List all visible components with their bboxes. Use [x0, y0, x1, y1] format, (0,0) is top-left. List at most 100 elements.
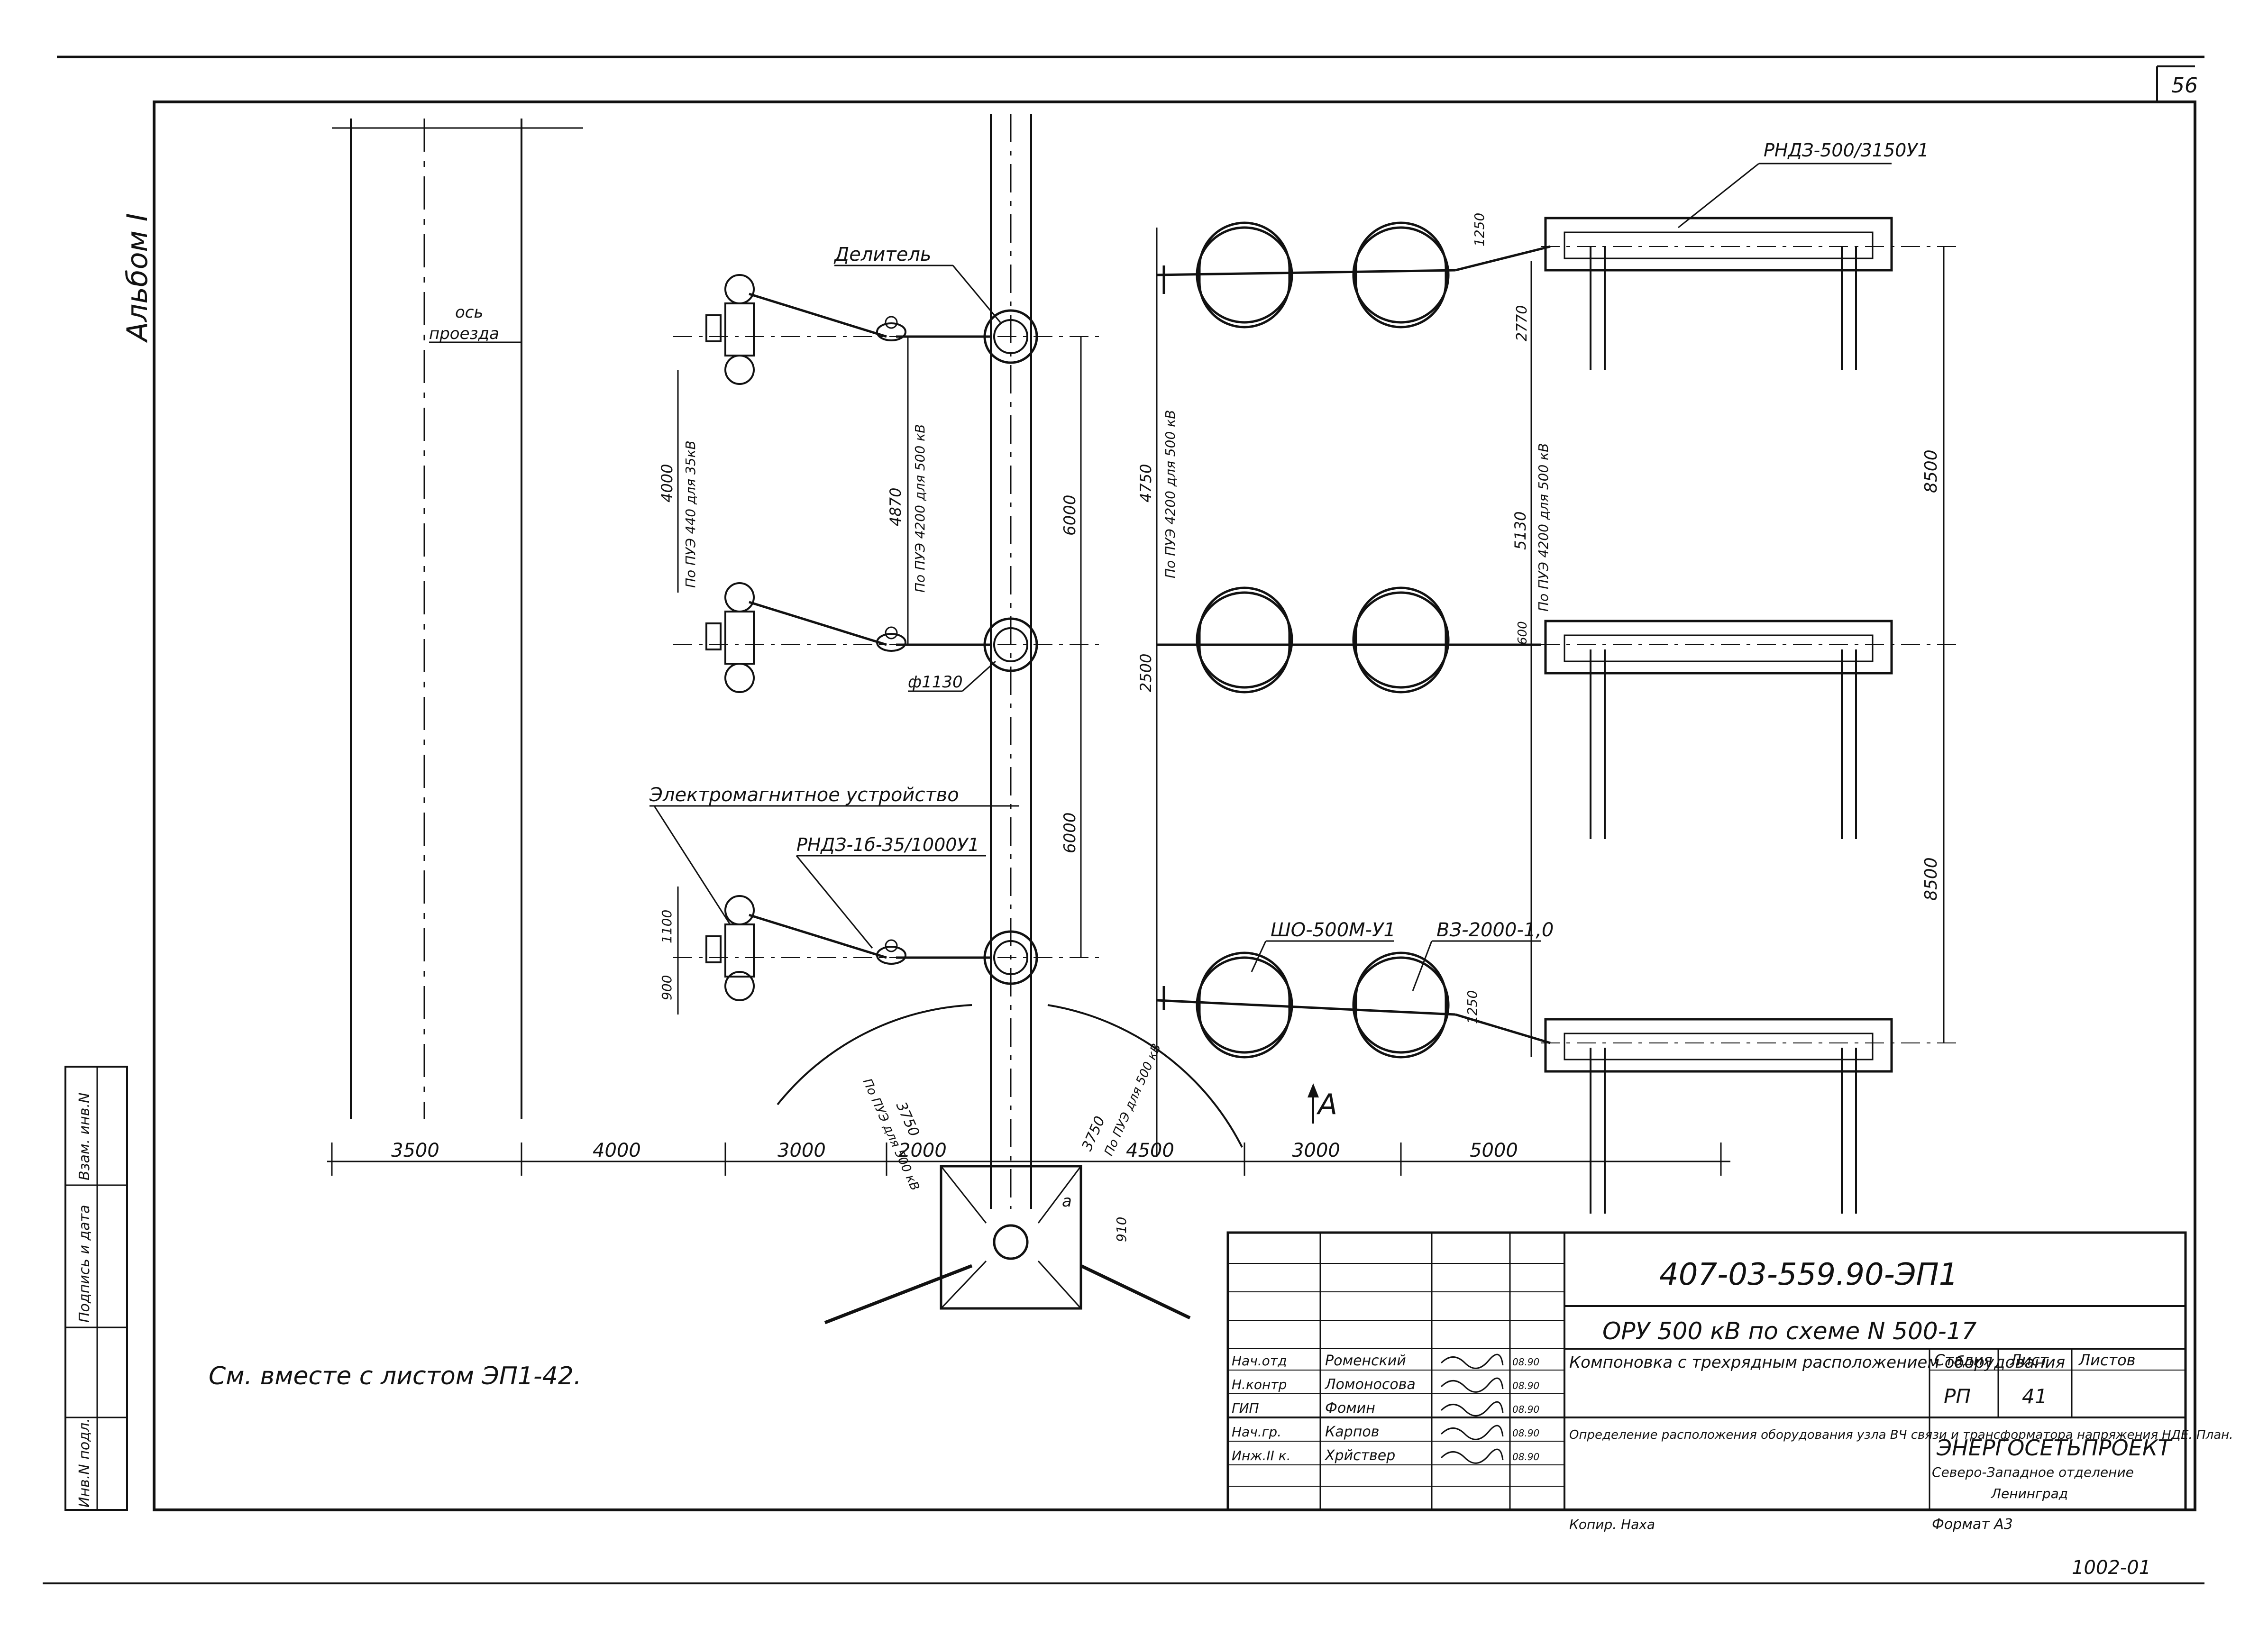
org-sub-2: Ленинград — [1991, 1486, 2068, 1501]
title-block — [1226, 1231, 2187, 1511]
dim-6000b: 6000 — [1061, 812, 1079, 853]
dim-1250b: 1250 — [1464, 990, 1480, 1024]
dim-3500: 3500 — [391, 1140, 439, 1161]
view-a-arrow — [1308, 1083, 1319, 1097]
dim-4000v-note: По ПУЭ 440 для 35кВ — [683, 440, 698, 588]
dim-8500b: 8500 — [1921, 857, 1941, 901]
see-also-note: См. вместе с листом ЭП1-42. — [209, 1362, 581, 1390]
tb-name: Роменский — [1325, 1353, 1406, 1369]
tb-date: 08.90 — [1512, 1380, 1539, 1391]
tb-role: ГИП — [1232, 1400, 1259, 1416]
dim-1100: 1100 — [659, 910, 675, 943]
dim-1250a: 1250 — [1472, 213, 1487, 247]
dim-5000: 5000 — [1470, 1140, 1518, 1161]
dim-4870: 4870 — [887, 488, 905, 526]
dim-5130: 5130 — [1511, 512, 1529, 550]
foundation — [777, 1004, 1243, 1325]
rndz-pole — [1544, 620, 1893, 839]
dim-2000: 2000 — [898, 1140, 947, 1161]
small-disconnector — [705, 274, 755, 385]
trap-unit — [1352, 951, 1450, 1059]
tb-date: 08.90 — [1512, 1451, 1539, 1462]
lists-header: Листов — [2078, 1351, 2136, 1369]
tb-signature — [1440, 1425, 1504, 1440]
dim-6000a: 6000 — [1061, 494, 1079, 536]
coupler-insulator — [876, 316, 906, 341]
dim-8500a: 8500 — [1921, 449, 1941, 493]
list-header: Лист — [2010, 1351, 2049, 1369]
doc-code: 407-03-559.90-ЭП1 — [1659, 1257, 1958, 1292]
large-equipment-group — [1156, 221, 1551, 1157]
bottom-code: 1002-01 — [2072, 1557, 2151, 1579]
tb-name: Хрйствер — [1324, 1447, 1395, 1464]
tb-date: 08.90 — [1512, 1356, 1539, 1368]
tb-role: Нач.гр. — [1232, 1424, 1281, 1440]
dim-3000a: 3000 — [777, 1140, 826, 1161]
dim-4500: 4500 — [1126, 1140, 1174, 1161]
tb-signature — [1440, 1448, 1504, 1464]
sheet-frame — [43, 55, 2204, 1584]
format-label: Формат А3 — [1932, 1516, 2013, 1533]
trap-unit — [1352, 586, 1450, 694]
small-disconnector — [705, 895, 755, 1001]
label-vz: ВЗ-2000-1,0 — [1436, 919, 1554, 941]
project-title: ОРУ 500 кВ по схеме N 500-17 — [1602, 1317, 1977, 1345]
org-sub-1: Северо-Западное отделение — [1932, 1464, 2134, 1480]
label-rndz-small: РНДЗ-1б-35/1000У1 — [796, 834, 979, 855]
busbar-column — [990, 114, 1032, 1209]
stage-value: РП — [1944, 1385, 1971, 1408]
side-stamp-podpis: Подпись и дата — [76, 1205, 93, 1323]
road-axis-label-1: ось — [455, 303, 484, 322]
dim-4870-note: По ПУЭ 4200 для 500 кВ — [912, 424, 928, 593]
label-em-device: Электромагнитное устройство — [649, 784, 959, 806]
tb-signature — [1440, 1353, 1504, 1369]
dim-600: 600 — [1516, 621, 1530, 645]
tb-name: Фомин — [1325, 1400, 1375, 1417]
tb-role: Н.контр — [1232, 1377, 1287, 1392]
dim-900: 900 — [659, 975, 675, 1000]
label-sho: ШО-500М-У1 — [1271, 919, 1396, 941]
tb-role: Нач.отд — [1232, 1353, 1287, 1369]
right-vertical-dims — [1156, 247, 1945, 1057]
tb-date: 08.90 — [1512, 1404, 1539, 1415]
bottom-dim-chain — [327, 1143, 1730, 1176]
dim-4000: 4000 — [593, 1140, 641, 1161]
label-delitel: Делитель — [833, 244, 931, 265]
road-axis — [332, 119, 583, 1119]
trap-unit — [1196, 951, 1293, 1059]
corner-a: а — [1062, 1192, 1072, 1211]
tb-role: Инж.II к. — [1232, 1448, 1291, 1463]
dim-4750-note: По ПУЭ 4200 для 500 кВ — [1162, 410, 1178, 578]
tb-signature — [1440, 1401, 1504, 1417]
page-number: 56 — [2171, 73, 2198, 98]
list-value: 41 — [2022, 1385, 2047, 1408]
side-stamp-vzam: Взам. инв.N — [76, 1093, 93, 1180]
stage-header: Стадия — [1934, 1351, 1993, 1369]
org-name: ЭНЕРГОСЕТЬПРОЕКТ — [1936, 1435, 2173, 1461]
label-phi: ф1130 — [908, 673, 963, 692]
rndz-pole — [1544, 1018, 1893, 1214]
rndz-disconnectors — [1541, 217, 1958, 1214]
tb-date: 08.90 — [1512, 1427, 1539, 1439]
view-a: А — [1316, 1088, 1337, 1121]
album-label: Альбом I — [121, 213, 154, 344]
tb-name: Ломоносова — [1325, 1376, 1416, 1393]
small-equipment-group — [673, 274, 1100, 1001]
dim-3000b: 3000 — [1292, 1140, 1340, 1161]
trap-unit — [1196, 586, 1293, 694]
dim-5130-note: По ПУЭ 4200 для 500 кВ — [1536, 443, 1551, 612]
road-axis-label-2: проезда — [429, 324, 499, 343]
rndz-pole — [1544, 217, 1893, 370]
tb-signature — [1440, 1377, 1504, 1393]
label-rndz-large: РНДЗ-500/3150У1 — [1764, 140, 1929, 161]
coupler-insulator — [876, 626, 906, 652]
kopir-label: Копир. Наха — [1569, 1517, 1655, 1532]
side-stamp: Взам. инв.N Подпись и дата Инв.N подл. — [64, 1066, 128, 1511]
dim-4000v: 4000 — [658, 464, 676, 503]
dim-4750: 4750 — [1137, 464, 1155, 503]
tb-name: Карпов — [1325, 1424, 1379, 1440]
left-vertical-dims — [677, 337, 1082, 1015]
